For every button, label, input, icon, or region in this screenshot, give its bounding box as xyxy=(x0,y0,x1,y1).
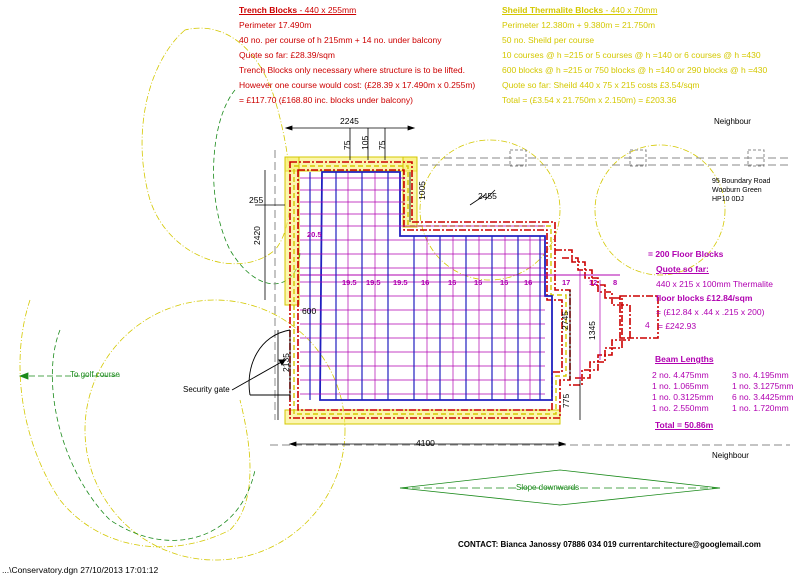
beam-left-item: 2 no. 4.475mm xyxy=(652,370,709,380)
fence-post xyxy=(629,149,647,167)
neighbour-bottom-label: Neighbour xyxy=(712,451,749,460)
dim-1345: 1345 xyxy=(587,321,597,340)
floor-blocks-outline xyxy=(619,295,659,339)
beam-right-item: 6 no. 3.4425mm xyxy=(732,392,794,402)
dim-bottom-width: 4100 xyxy=(416,438,435,448)
dim-75b: 75 xyxy=(377,140,387,150)
beam-number: 19.5 xyxy=(342,278,357,287)
dim-75a: 75 xyxy=(342,140,352,150)
dim-600: 600 xyxy=(302,306,317,316)
beam-number: 16 xyxy=(421,278,430,287)
beam-left-item: 1 no. 0.3125mm xyxy=(652,392,714,402)
floor-line: 440 x 215 x 100mm Thermalite xyxy=(656,279,774,289)
floor-quote: Quote so far: xyxy=(656,264,709,274)
beams-title: Beam Lengths xyxy=(655,354,714,364)
dim-2745: 2745 xyxy=(560,311,570,330)
tree-outline-left xyxy=(141,27,291,265)
fence-post xyxy=(747,149,765,167)
thermalite-line: Total = (£3.54 x 21.750m x 2.150m) = £20… xyxy=(502,95,677,105)
stepped-extension-red xyxy=(555,249,631,386)
tree-circle-right xyxy=(594,144,726,276)
trench-line: However one course would cost: (£28.39 x… xyxy=(239,80,476,90)
trench-line: = £117.70 (£168.80 inc. blocks under bal… xyxy=(239,95,413,105)
tree-circle-centre xyxy=(419,139,561,281)
floor-line: = (£12.84 x .44 x .215 x 200) xyxy=(656,307,765,317)
trench-line: 40 no. per course of h 215mm + 14 no. un… xyxy=(239,35,442,45)
block-outline-yellow xyxy=(293,165,567,415)
slope-arrow xyxy=(399,469,721,506)
thermalite-line: 10 courses @ h =215 or 5 courses @ h =14… xyxy=(502,50,761,60)
beams-magenta xyxy=(347,172,601,400)
golf-course-arrow xyxy=(18,372,120,380)
boundary-fence xyxy=(270,150,790,446)
floor-title: = 200 Floor Blocks xyxy=(648,249,724,259)
security-gate-label: Security gate xyxy=(183,385,230,394)
beam-number: 16 xyxy=(524,278,533,287)
thermalite-line: 50 no. Sheild per course xyxy=(502,35,595,45)
dim-255: 255 xyxy=(249,195,264,205)
dim-2455: 2455 xyxy=(478,191,497,201)
dim-105: 105 xyxy=(360,135,370,150)
trench-line: Perimeter 17.490m xyxy=(239,20,312,30)
beam-right-item: 1 no. 1.720mm xyxy=(732,403,789,413)
security-gate xyxy=(231,329,291,400)
trench-band-left xyxy=(284,156,300,306)
thermalite-line: Perimeter 12.380m + 9.380m = 21.750m xyxy=(502,20,656,30)
beam-right-item: 3 no. 4.195mm xyxy=(732,370,789,380)
thermalite-line: 600 blocks @ h =215 or 750 blocks @ h =1… xyxy=(502,65,768,75)
beams-vertical xyxy=(309,172,541,400)
beams-total: Total = 50.86m xyxy=(655,420,714,430)
shrub-outline-left xyxy=(213,89,301,285)
tree-outline-lower-left xyxy=(19,299,251,548)
dimension-lines xyxy=(255,125,581,447)
floor-line: = £242.93 xyxy=(658,321,697,331)
floor-marker: 4 xyxy=(645,320,650,330)
address-line: Wooburn Green xyxy=(712,187,762,194)
dim-top-width: 2245 xyxy=(340,116,359,126)
yellow-wall-outline xyxy=(293,165,567,415)
shrub-outlines xyxy=(51,89,301,541)
address-line: 95 Boundary Road xyxy=(712,178,771,185)
block-outline-red xyxy=(289,161,659,419)
beam-number: 16 xyxy=(448,278,457,287)
beam-left-item: 1 no. 2.550mm xyxy=(652,403,709,413)
beam-number: 16 xyxy=(500,278,509,287)
fence-posts xyxy=(509,149,765,167)
beam-number: 17 xyxy=(562,278,571,287)
trench-band-top xyxy=(284,156,418,172)
beam-right-item: 1 no. 3.1275mm xyxy=(732,381,794,391)
contact-line: CONTACT: Bianca Janossy 07886 034 019 cu… xyxy=(458,540,761,549)
beam-number: 19.5 xyxy=(366,278,381,287)
dim-1005: 1005 xyxy=(417,181,427,200)
outer-wall-red xyxy=(289,161,571,419)
dim-775: 775 xyxy=(561,393,571,408)
beam-number: 8 xyxy=(613,278,618,287)
tree-outlines xyxy=(19,27,726,561)
slope-label: Slope downwards xyxy=(516,483,580,492)
inner-wall-red xyxy=(297,169,563,411)
shrub-outline-lower xyxy=(51,329,256,541)
trench-line: Trench Blocks only necessary where struc… xyxy=(239,65,465,75)
beam-number: 16 xyxy=(474,278,483,287)
fence-post xyxy=(509,149,527,167)
golf-course-label: To golf course xyxy=(70,370,120,379)
trench-band-bottom xyxy=(284,409,561,425)
floor-line: floor blocks £12.84/sqm xyxy=(656,293,753,303)
dim-2135: 2135 xyxy=(281,353,291,372)
file-path: ...\Conservatory.dgn 27/10/2013 17:01:12 xyxy=(2,565,159,575)
beam-number: 12 xyxy=(589,278,598,287)
thermalite-title: Sheild Thermalite Blocks - 440 x 70mm xyxy=(502,5,658,15)
beam-number: 19.5 xyxy=(393,278,408,287)
address-line: HP10 0DJ xyxy=(712,196,744,203)
beam-number: 20.5 xyxy=(307,230,322,239)
trench-title: Trench Blocks - 440 x 255mm xyxy=(239,5,357,15)
thermalite-line: Quote so far: Sheild 440 x 75 x 215 cost… xyxy=(502,80,700,90)
tree-circle-lower xyxy=(84,299,346,561)
beam-left-item: 1 no. 1.065mm xyxy=(652,381,709,391)
stepped-extension-red-2 xyxy=(562,257,623,379)
neighbour-top-label: Neighbour xyxy=(714,117,751,126)
dim-2420: 2420 xyxy=(252,226,262,245)
trench-line: Quote so far: £28.39/sqm xyxy=(239,50,335,60)
